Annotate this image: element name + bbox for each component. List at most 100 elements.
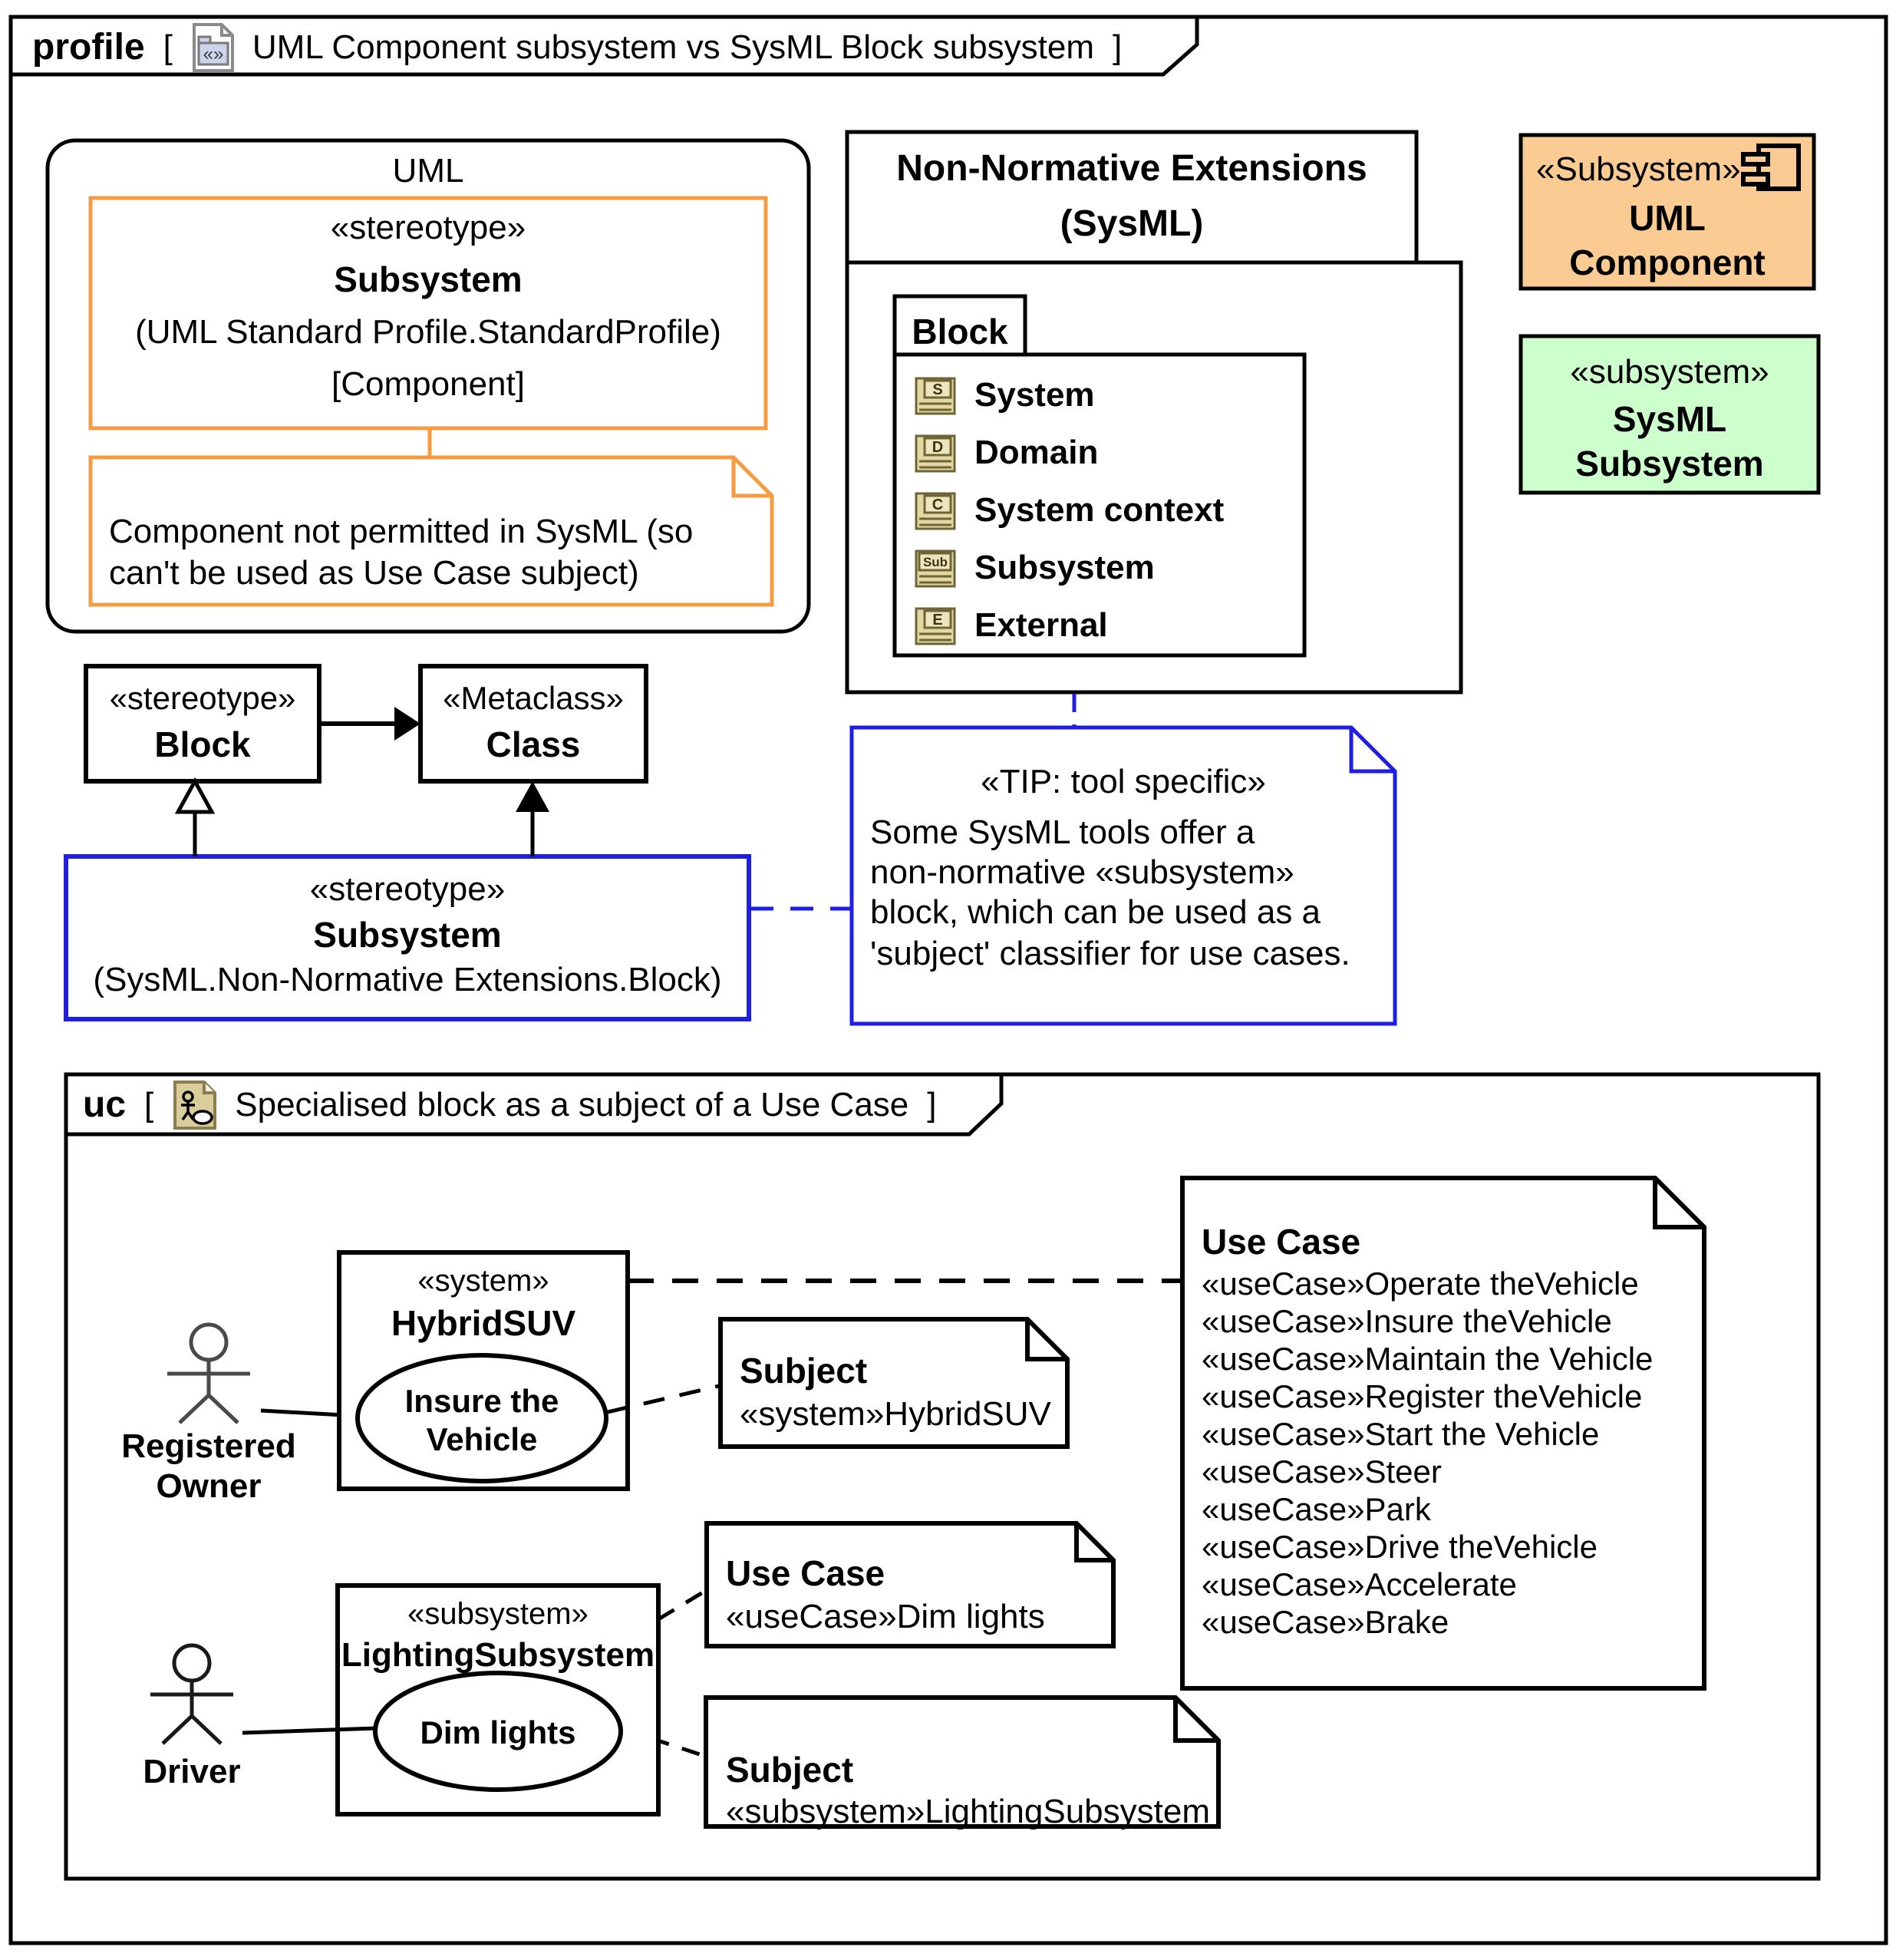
extension-arrowhead-2-icon (516, 781, 549, 812)
profile-frame-header: profile [ «» UML Component subsystem vs … (32, 23, 1123, 72)
uc-title: Specialised block as a subject of a Use … (235, 1085, 909, 1124)
svg-text:«»: «» (203, 44, 224, 64)
dashed-lighting-to-usecase-note (657, 1588, 708, 1622)
block-icon: Sub (915, 549, 956, 587)
dashed-insure-to-subject-note (607, 1384, 720, 1414)
registered-owner-label-line1: Registered (121, 1427, 296, 1465)
uml-note-line1: Component not permitted in SysML (so (109, 513, 694, 550)
usecase-item: «useCase»Steer (1202, 1454, 1442, 1490)
profile-frame-tab (8, 15, 1199, 77)
block-stereotype-name: Block (154, 724, 251, 764)
tip-note-line1: Some SysML tools offer a (870, 813, 1255, 851)
tip-note-line3: block, which can be used as a (870, 893, 1321, 931)
dimlights-usecase-label: Dim lights (420, 1714, 576, 1750)
usecase-list-title: Use Case (1202, 1222, 1361, 1262)
block-item-label: Domain (974, 434, 1099, 472)
usecase-note-dim-title: Use Case (726, 1553, 885, 1593)
hybridsuv-stereotype: «system» (417, 1264, 549, 1298)
subject-note-lighting-title: Subject (726, 1750, 854, 1790)
subsystem2-name: Subsystem (313, 915, 502, 955)
subject-note-hybrid-title: Subject (740, 1351, 868, 1391)
subsystem-profile-path: (UML Standard Profile.StandardProfile) (135, 313, 721, 351)
block-item-label: System context (974, 491, 1225, 530)
block-item-list: S System D Domain C System context Sub (915, 367, 1224, 655)
subject-note-hybrid (718, 1317, 1070, 1449)
usecase-item: «useCase»Maintain the Vehicle (1202, 1341, 1654, 1377)
usecase-item: «useCase»Operate theVehicle (1202, 1265, 1639, 1302)
subject-note-lighting-fold-icon (1173, 1698, 1218, 1743)
subsystem2-path: (SysML.Non-Normative Extensions.Block) (93, 961, 722, 998)
usecase-item: «useCase»Park (1202, 1491, 1431, 1527)
lighting-name: LightingSubsystem (341, 1636, 655, 1674)
extension-arrowhead-icon (394, 707, 420, 741)
sysml-subsystem-stereotype: «subsystem» (1570, 353, 1769, 391)
subsystem-metaclass-ref: [Component] (331, 365, 525, 403)
lighting-stereotype: «subsystem» (407, 1597, 589, 1631)
registered-owner-label-line2: Owner (156, 1467, 262, 1505)
svg-text:C: C (932, 497, 943, 513)
subsystem2-stereotype-keyword: «stereotype» (309, 870, 506, 908)
sysml-subsystem-node (1518, 334, 1821, 495)
frame-title: UML Component subsystem vs SysML Block s… (252, 28, 1095, 66)
svg-text:E: E (932, 612, 942, 629)
block-package-body (892, 352, 1307, 658)
usecase-note-dim (704, 1521, 1116, 1648)
usecase-note-dim-fold-icon (1074, 1523, 1113, 1562)
tip-note (849, 725, 1397, 1026)
frame-bracket-open: [ (163, 28, 173, 66)
subject-note-hybrid-fold-icon (1025, 1319, 1067, 1361)
uc-kind-label: uc (83, 1084, 127, 1126)
block-icon: S (915, 377, 956, 414)
class-metaclass-name: Class (486, 724, 581, 764)
usecase-item: «useCase»Register theVehicle (1202, 1378, 1643, 1414)
frame-bracket-close: ] (1113, 28, 1123, 66)
subsystem-stereotype-node (64, 854, 751, 1021)
uc-frame-tab (64, 1072, 1004, 1137)
block-package-title: Block (912, 312, 1008, 351)
subsystem-stereotype-name: Subsystem (334, 259, 523, 299)
uc-bracket-close: ] (927, 1085, 937, 1124)
block-item-external: E External (915, 597, 1224, 655)
dimlights-usecase-ellipse (373, 1671, 623, 1792)
sysml-subsystem-name2: Subsystem (1575, 444, 1764, 483)
block-item-label: External (974, 606, 1108, 645)
subject-note-lighting-body: «subsystem»LightingSubsystem (726, 1793, 1210, 1830)
profile-diagram-icon: «» (192, 23, 234, 72)
svg-text:S: S (932, 381, 942, 398)
sysml-subsystem-name1: SysML (1612, 399, 1727, 439)
usecase-list-items: «useCase»Operate theVehicle «useCase»Ins… (1202, 1265, 1653, 1641)
tip-note-fold-icon (1349, 728, 1395, 774)
tip-note-line2: non-normative «subsystem» (870, 853, 1294, 891)
block-stereotype-keyword: «stereotype» (109, 680, 296, 716)
block-item-label: Subsystem (974, 549, 1155, 587)
block-icon: D (915, 434, 956, 472)
driver-actor-icon (150, 1643, 233, 1745)
block-icon: C (915, 492, 956, 530)
tip-note-line4: 'subject' classifier for use cases. (870, 935, 1350, 972)
block-item-label: System (974, 376, 1095, 414)
usecase-item: «useCase»Brake (1202, 1604, 1449, 1640)
generalization-arrowhead-icon (174, 777, 216, 814)
block-item-system: S System (915, 367, 1224, 424)
subject-note-hybrid-body: «system»HybridSUV (740, 1395, 1051, 1433)
nn-package-title-line2: (SysML) (1060, 203, 1204, 244)
subject-note-lighting (704, 1695, 1221, 1829)
block-icon: E (915, 607, 956, 645)
uml-component-stereotype: «Subsystem» (1536, 150, 1741, 188)
usecase-item: «useCase»Drive theVehicle (1202, 1529, 1598, 1565)
uml-note-line2: can't be used as Use Case subject) (109, 554, 639, 592)
usecase-list-note-fold-icon (1653, 1178, 1704, 1229)
stereotype-keyword: «stereotype» (330, 209, 526, 246)
block-item-domain: D Domain (915, 424, 1224, 482)
uml-component-name1: UML (1629, 198, 1706, 238)
driver-label: Driver (143, 1753, 241, 1790)
insure-vehicle-usecase-ellipse (355, 1353, 608, 1483)
uml-note-fold-icon (731, 457, 772, 498)
tip-note-title: «TIP: tool specific» (981, 763, 1266, 800)
uml-package-title: UML (392, 152, 464, 190)
usecase-note-dim-body: «useCase»Dim lights (726, 1598, 1045, 1635)
class-metaclass-keyword: «Metaclass» (443, 680, 624, 716)
component-icon (1741, 144, 1801, 191)
